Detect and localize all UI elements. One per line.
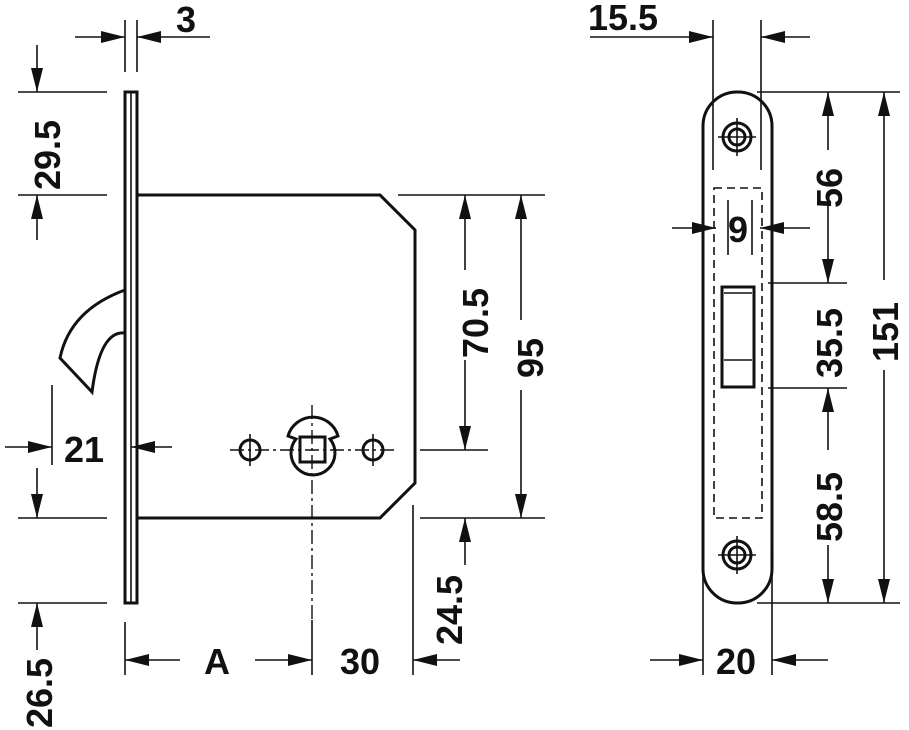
dim-hook-backset: 21 xyxy=(64,429,104,470)
dim-faceplate-width: 20 xyxy=(716,641,756,682)
dim-top-to-body: 29.5 xyxy=(27,120,68,190)
dim-faceplate-thickness: 3 xyxy=(176,0,196,40)
dim-latch-height: 35.5 xyxy=(809,308,850,378)
dim-backset: A xyxy=(204,641,230,682)
front-view xyxy=(701,90,774,605)
spindle-hub xyxy=(230,405,395,620)
latch-opening xyxy=(720,285,756,389)
dim-top-to-latch: 56 xyxy=(809,168,850,208)
dim-bottom-offset: 26.5 xyxy=(19,658,60,728)
dim-latch-to-bottom: 58.5 xyxy=(809,472,850,542)
screw-top xyxy=(718,118,756,156)
lock-body xyxy=(137,193,417,520)
body-outline-hidden xyxy=(713,187,763,519)
side-dimensions: 3 29.5 21 26.5 70.5 95 24.5 xyxy=(5,0,551,728)
hook-bolt xyxy=(58,288,126,396)
side-view xyxy=(58,90,417,620)
dim-offset: 15.5 xyxy=(588,0,658,38)
screw-bottom xyxy=(718,536,756,574)
dim-spindle-to-back: 30 xyxy=(340,641,380,682)
dim-body-height: 95 xyxy=(510,338,551,378)
front-faceplate xyxy=(701,90,774,605)
dim-total-height: 151 xyxy=(865,302,906,362)
dim-latch-width: 9 xyxy=(728,209,748,250)
front-dimensions: 15.5 56 35.5 58.5 151 9 20 xyxy=(588,0,906,682)
dim-body-to-spindle: 70.5 xyxy=(455,288,496,358)
dim-spindle-to-bottom: 24.5 xyxy=(429,575,470,645)
